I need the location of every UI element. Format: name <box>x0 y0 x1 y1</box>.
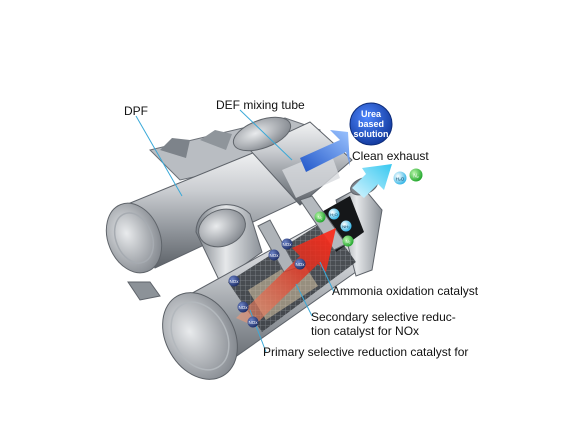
nox-label: NOx <box>270 253 280 258</box>
nox-molecule: NOx <box>228 275 240 287</box>
urea-badge-line-2: based <box>358 119 384 129</box>
label-secondary-reduction-catalyst: Secondary selective reduc- tion catalyst… <box>311 310 456 338</box>
urea-injection-arrow <box>300 130 350 172</box>
n2-label: N₂ <box>346 239 351 244</box>
nox-molecule: NOx <box>268 249 280 261</box>
h2o-label: H₂O <box>396 177 405 182</box>
n2-label: N₂ <box>318 215 323 220</box>
label-secondary-line-2: tion catalyst for NOx <box>311 324 420 338</box>
h2o-label: H₂O <box>330 212 338 217</box>
h2o-molecule: H₂O <box>393 171 407 185</box>
molecule-group: H₂O N₂ N₂ H₂O NH₃ N₂ NOx NOx <box>228 168 423 328</box>
label-def-mixing-tube: DEF mixing tube <box>216 98 305 112</box>
n2-molecule: N₂ <box>342 235 354 247</box>
leader-lines <box>135 109 335 353</box>
urea-badge-line-1: Urea <box>361 109 382 119</box>
gas-flow-arrow <box>236 228 336 326</box>
nh3-label: NH₃ <box>342 224 350 229</box>
clean-exhaust-arrow <box>352 164 392 198</box>
nh3-molecule: NH₃ <box>340 220 352 232</box>
urea-badge-line-3: solution <box>354 129 389 139</box>
nox-label: NOx <box>283 242 293 247</box>
nox-molecule: NOx <box>247 316 259 328</box>
nox-label: NOx <box>249 320 259 325</box>
label-dpf: DPF <box>124 104 148 118</box>
label-primary-reduction-catalyst: Primary selective reduction catalyst for <box>263 345 469 359</box>
label-secondary-line-1: Secondary selective reduc- <box>311 310 456 324</box>
nox-label: NOx <box>296 262 306 267</box>
label-clean-exhaust: Clean exhaust <box>352 149 429 163</box>
urea-badge: Urea based solution <box>349 102 393 146</box>
nox-molecule: NOx <box>281 238 293 250</box>
n2-label: N₂ <box>413 174 419 180</box>
nox-molecule: NOx <box>294 258 306 270</box>
nox-molecule: NOx <box>237 301 249 313</box>
h2o-molecule: H₂O <box>328 208 340 220</box>
nox-label: NOx <box>230 279 240 284</box>
label-ammonia-oxidation-catalyst: Ammonia oxidation catalyst <box>332 284 479 298</box>
n2-molecule: N₂ <box>409 168 423 182</box>
n2-molecule: N₂ <box>314 211 326 223</box>
nox-label: NOx <box>239 305 249 310</box>
